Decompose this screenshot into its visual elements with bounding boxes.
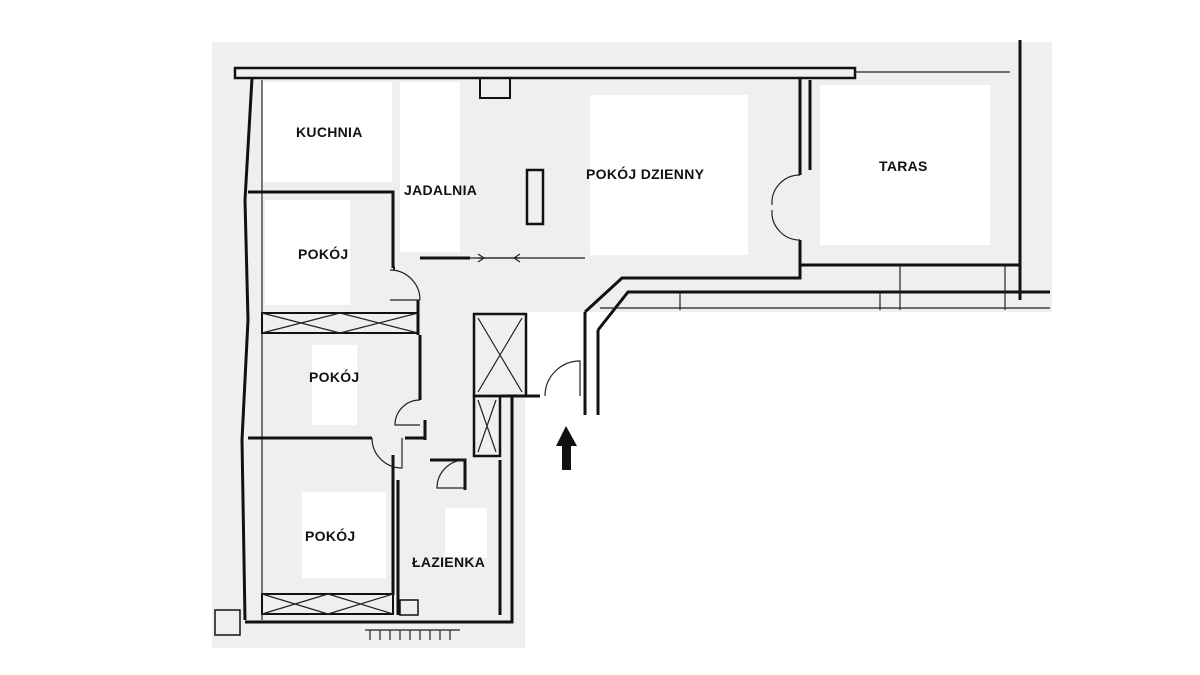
room-label-room1: POKÓJ: [298, 246, 349, 262]
room-label-dining: JADALNIA: [404, 182, 478, 198]
room-label-bathroom: ŁAZIENKA: [412, 554, 486, 570]
doors: [371, 174, 801, 489]
walls: [214, 40, 1050, 640]
room-label-terrace: TARAS: [879, 158, 928, 174]
arrow-up-icon: [556, 426, 577, 470]
room-label-living: POKÓJ DZIENNY: [586, 166, 705, 182]
room-label-kitchen: KUCHNIA: [296, 124, 363, 140]
room-label-room3: POKÓJ: [305, 528, 356, 544]
room-label-room2: POKÓJ: [309, 369, 360, 385]
